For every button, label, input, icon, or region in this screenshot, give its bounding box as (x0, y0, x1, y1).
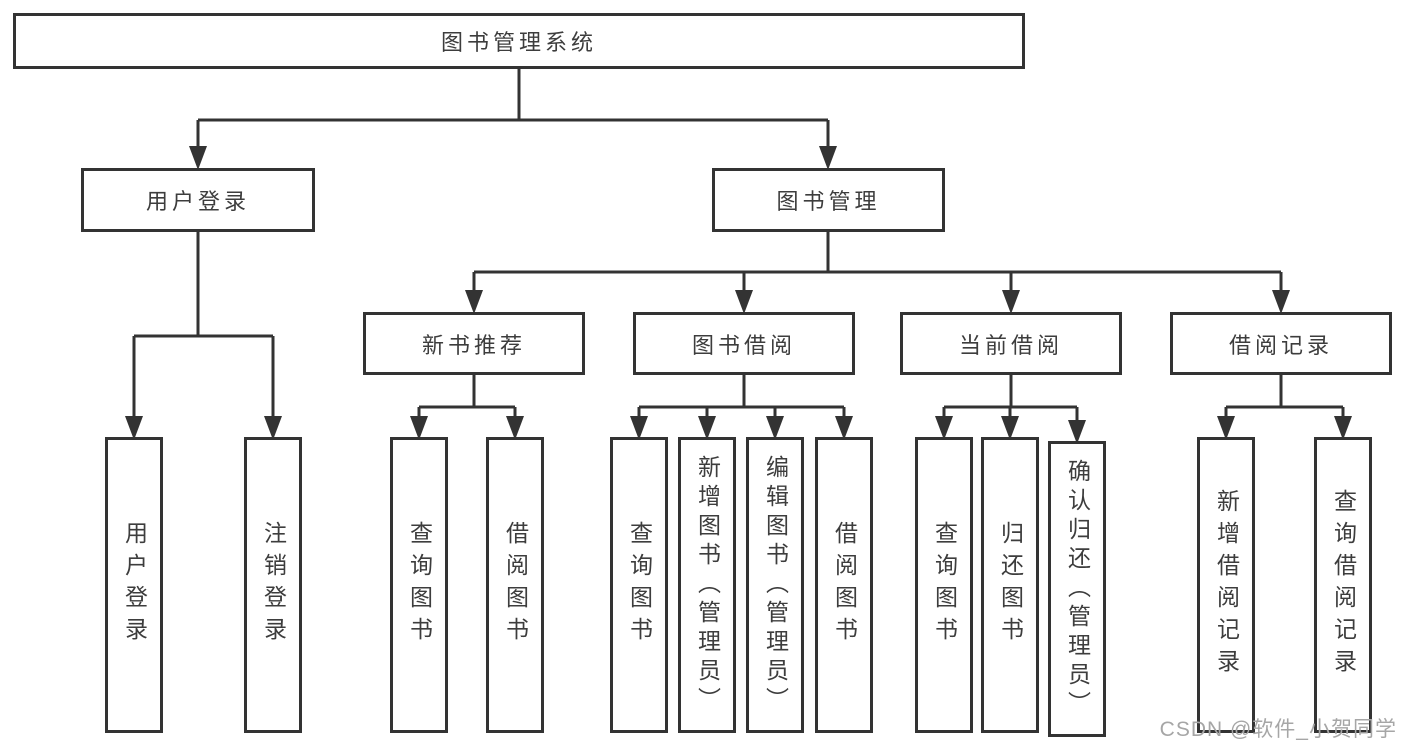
node-leaf-add-borrow-record: 新增借阅记录 (1197, 437, 1255, 733)
node-leaf-borrow-books-recommend: 借阅图书 (486, 437, 544, 733)
node-leaf-user-login: 用户登录 (105, 437, 163, 733)
node-leaf-query-books-current: 查询图书 (915, 437, 973, 733)
node-current-borrowing: 当前借阅 (900, 312, 1122, 375)
node-book-borrowing: 图书借阅 (633, 312, 855, 375)
csdn-watermark: CSDN @软件_小贺同学 (1159, 718, 1397, 741)
node-leaf-confirm-return-admin: 确认归还（管理员） (1048, 441, 1106, 737)
node-leaf-query-borrow-record: 查询借阅记录 (1314, 437, 1372, 733)
node-leaf-edit-books-admin: 编辑图书（管理员） (746, 437, 804, 733)
node-root-library-system: 图书管理系统 (13, 13, 1025, 69)
node-user-login: 用户登录 (81, 168, 315, 232)
node-leaf-return-books: 归还图书 (981, 437, 1039, 733)
node-leaf-logout: 注销登录 (244, 437, 302, 733)
arrowhead-icon (735, 290, 753, 314)
arrowhead-icon (1272, 290, 1290, 314)
arrowhead-icon (1002, 290, 1020, 314)
node-leaf-query-books-borrowing: 查询图书 (610, 437, 668, 733)
node-borrow-records: 借阅记录 (1170, 312, 1392, 375)
node-book-management: 图书管理 (712, 168, 945, 232)
node-leaf-add-books-admin: 新增图书（管理员） (678, 437, 736, 733)
node-leaf-borrow-books: 借阅图书 (815, 437, 873, 733)
node-new-book-recommend: 新书推荐 (363, 312, 585, 375)
arrowhead-icon (819, 146, 837, 170)
arrowhead-icon (189, 146, 207, 170)
arrowhead-icon (465, 290, 483, 314)
node-leaf-query-books-recommend: 查询图书 (390, 437, 448, 733)
